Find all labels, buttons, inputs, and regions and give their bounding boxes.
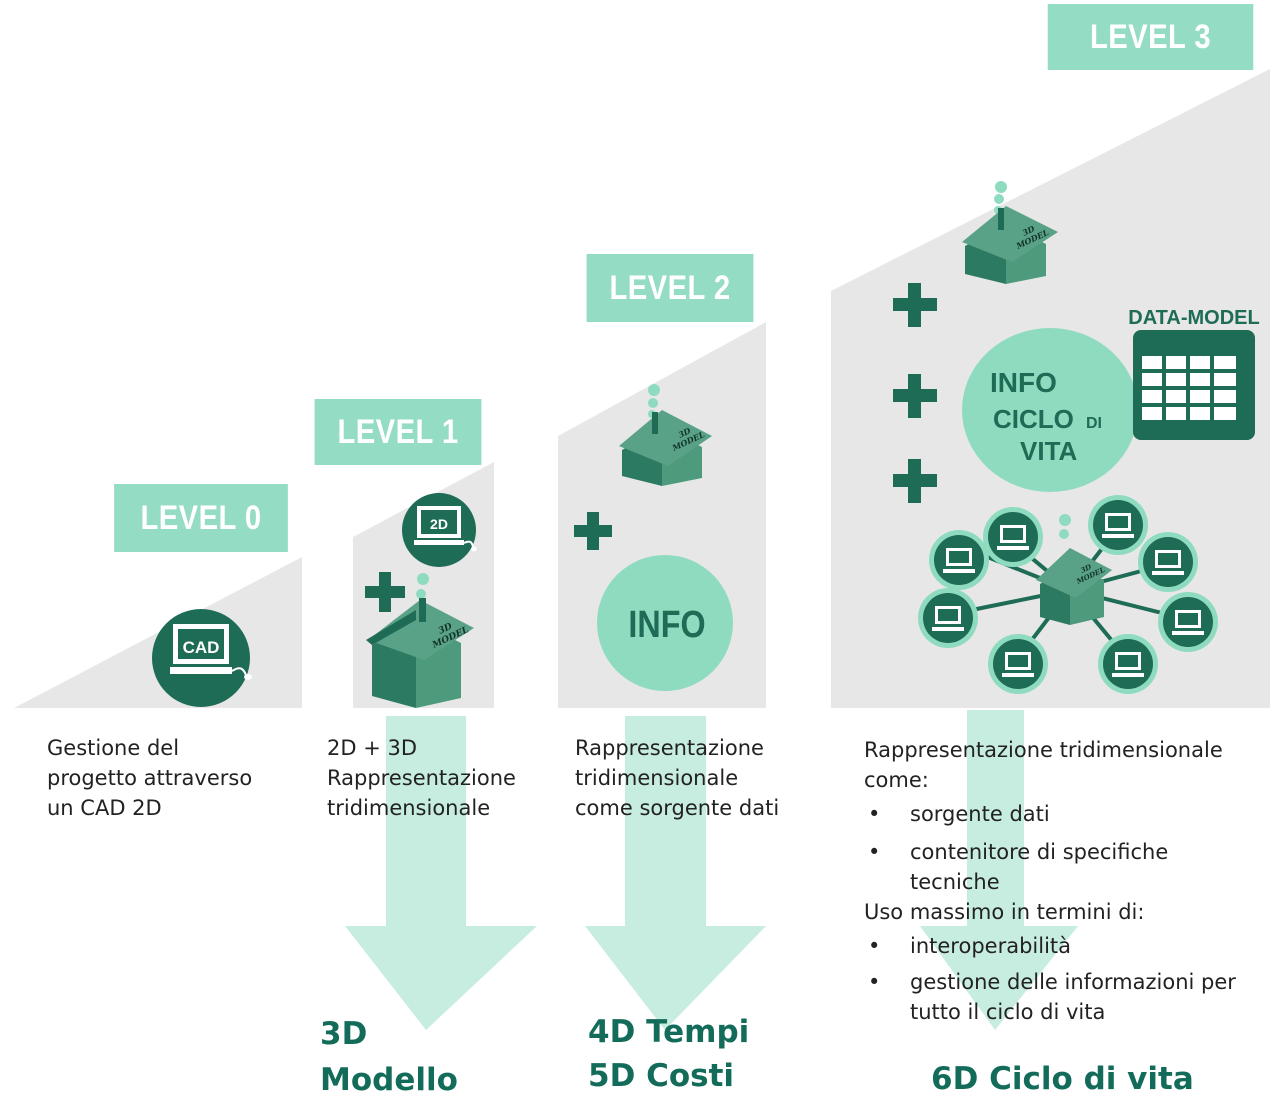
bullet-text: gestione delle informazioni per: [910, 970, 1236, 994]
result-line: Modello: [320, 1062, 458, 1098]
level-1-label: LEVEL 1: [314, 399, 482, 465]
bullet-symbol: •: [868, 934, 881, 958]
bullet-item: • sorgente dati: [864, 799, 1278, 829]
plus-icon: [365, 572, 405, 612]
lifecycle-info-label: INFO: [990, 367, 1057, 398]
description-line: come sorgente dati: [575, 796, 780, 820]
info-label: INFO: [628, 604, 705, 646]
2d-label: 2D: [430, 516, 448, 532]
data-model-label: DATA-MODEL: [1128, 307, 1259, 329]
result-line: 5D Costi: [588, 1058, 735, 1094]
info-circle: INFO: [597, 555, 733, 691]
description-line: tridimensionale: [327, 796, 491, 820]
level-0-label: LEVEL 0: [114, 484, 288, 552]
plus-icon: [893, 459, 937, 503]
plus-icon: [574, 512, 612, 550]
level-0-ramp: [14, 557, 302, 708]
level-2-label: LEVEL 2: [586, 254, 754, 322]
bullet-text: sorgente dati: [910, 802, 1050, 826]
result-line: 4D Tempi: [588, 1014, 750, 1050]
bullet-item: • gestione delle informazioni per tutto …: [864, 967, 1278, 1027]
description-line: 2D + 3D: [327, 736, 418, 760]
network-computer-node: [988, 634, 1048, 694]
description-line: come:: [864, 768, 929, 792]
level-2-result: 4D Tempi 5D Costi: [588, 1012, 749, 1096]
level-3-description: Rappresentazione tridimensionale come: •…: [864, 735, 1278, 1027]
plus-icon: [893, 283, 937, 327]
3d-model-house-icon: 3D MODEL: [619, 384, 712, 486]
bullet-symbol: •: [868, 802, 881, 826]
lifecycle-vita-label: VITA: [1020, 436, 1078, 466]
network-computer-node: [1158, 592, 1218, 652]
network-computer-node: [1088, 495, 1148, 555]
plus-icon: [893, 374, 937, 418]
bullet-item: • contenitore di specifiche tecniche: [864, 837, 1278, 897]
network-computer-node: [929, 530, 989, 590]
description-line: Rappresentazione: [327, 766, 516, 790]
result-line: 3D: [320, 1016, 368, 1052]
lifecycle-di-label: DI: [1086, 415, 1102, 432]
collaboration-network-icon: 3D MODEL: [918, 495, 1218, 694]
3d-model-house-icon: 3D MODEL: [962, 181, 1058, 284]
data-model-table-icon: DATA-MODEL: [1128, 307, 1260, 440]
result-line: 6D Ciclo di vita: [931, 1061, 1194, 1097]
network-computer-node: [1098, 634, 1158, 694]
cad-computer-icon: CAD: [152, 609, 252, 707]
description-line: Rappresentazione: [575, 736, 764, 760]
bullet-text: tutto il ciclo di vita: [910, 1000, 1106, 1024]
level-3-result: 6D Ciclo di vita: [931, 1059, 1194, 1099]
description-line: un CAD 2D: [47, 796, 162, 820]
description-line: tridimensionale: [575, 766, 739, 790]
description-line: Gestione del: [47, 736, 180, 760]
description-line: Uso massimo in termini di:: [864, 900, 1145, 924]
lifecycle-ciclo-label: CICLO: [993, 404, 1074, 434]
network-computer-node: [983, 507, 1043, 567]
network-computer-node: [1138, 532, 1198, 592]
bullet-item: • interoperabilità: [864, 931, 1278, 961]
bullet-symbol: •: [868, 840, 881, 864]
level-2-description: Rappresentazione tridimensionale come so…: [575, 733, 779, 823]
network-computer-node: [918, 588, 978, 648]
bullet-text: contenitore di specifiche: [910, 840, 1169, 864]
level-3-down-arrow: [920, 710, 1078, 1030]
model-label: 3D: [1021, 223, 1037, 237]
3d-model-house-icon: 3D MODEL: [366, 573, 474, 708]
bullet-symbol: •: [868, 970, 881, 994]
level-1-down-arrow: [345, 716, 537, 1030]
description-line: Rappresentazione tridimensionale: [864, 738, 1223, 762]
cad-label: CAD: [183, 638, 220, 657]
bullet-text: tecniche: [910, 870, 1000, 894]
level-3-label: LEVEL 3: [1047, 4, 1254, 70]
2d-computer-icon: 2D: [402, 493, 477, 567]
level-0-description: Gestione del progetto attraverso un CAD …: [47, 733, 252, 823]
level-1-result: 3D Modello: [320, 1014, 458, 1100]
model-label: 3D: [677, 425, 693, 439]
lifecycle-info-blob: INFO CICLO DI VITA: [962, 328, 1138, 492]
level-1-description: 2D + 3D Rappresentazione tridimensionale: [327, 733, 516, 823]
level-2-down-arrow: [585, 716, 766, 1030]
bullet-text: interoperabilità: [910, 934, 1072, 958]
description-line: progetto attraverso: [47, 766, 253, 790]
